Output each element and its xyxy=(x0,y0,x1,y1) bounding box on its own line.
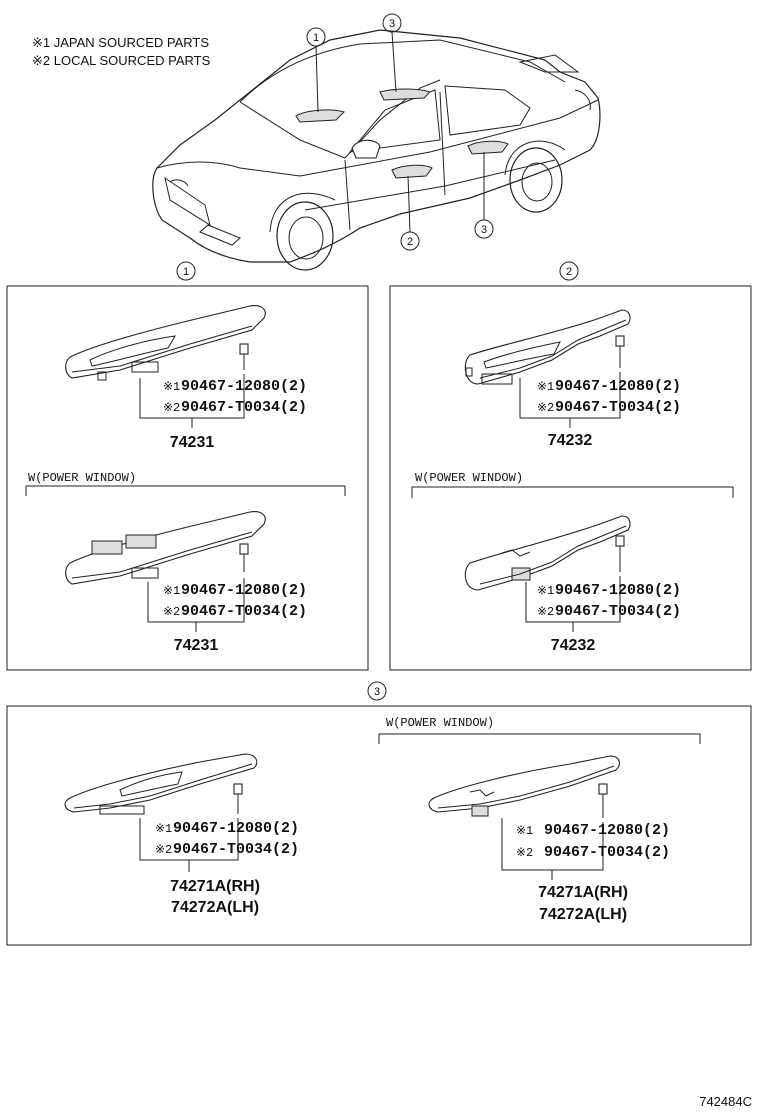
car-illustration: 1 3 2 3 xyxy=(152,13,601,271)
armrest-74232-power-window xyxy=(464,515,631,591)
section-3: 3 ※1 90467-12080(2) ※2 90467-T0034(2) 74… xyxy=(6,681,752,946)
armrest-74231-power-window xyxy=(65,511,266,585)
screw-icon xyxy=(615,535,625,572)
rear-wheel xyxy=(504,140,566,213)
part-number: 74232 xyxy=(551,637,596,654)
screw-2-part-number: 90467-T0034(2) xyxy=(173,841,299,858)
screw-1-mark: ※1 xyxy=(155,822,172,836)
screw-2-part-number: 90467-T0034(2) xyxy=(181,399,307,416)
note-local-sourced: ※2 LOCAL SOURCED PARTS xyxy=(32,53,211,68)
screw-icon xyxy=(615,335,625,368)
screw-2-part-number: 90467-T0034(2) xyxy=(544,844,670,861)
screw-1-part-number: 90467-12080(2) xyxy=(544,822,670,839)
armrest-74232 xyxy=(464,309,631,385)
screw-icon xyxy=(239,343,249,370)
part-number-rh: 74271A(RH) xyxy=(538,884,628,901)
condition-label: W(POWER WINDOW) xyxy=(386,716,494,730)
screw-2-mark: ※2 xyxy=(163,401,180,415)
part-number: 74231 xyxy=(174,637,219,654)
screw-1-mark: ※1 xyxy=(537,380,554,394)
part-number: 74232 xyxy=(548,432,593,449)
screw-2-mark: ※2 xyxy=(163,605,180,619)
screw-1-part-number: 90467-12080(2) xyxy=(173,820,299,837)
part-number-rh: 74271A(RH) xyxy=(170,878,260,895)
section-3-marker: 3 xyxy=(374,686,380,698)
part-number: 74231 xyxy=(170,434,215,451)
screw-1-mark: ※1 xyxy=(516,824,533,838)
screw-2-part-number: 90467-T0034(2) xyxy=(555,603,681,620)
section-2: 2 ※1 90467-12080(2) ※2 90467-T0034(2) 74… xyxy=(389,261,752,671)
section-1: 1 ※1 90467-12080(2) ※2 90467-T0034(2) 74… xyxy=(6,261,369,671)
screw-2-mark: ※2 xyxy=(155,843,172,857)
screw-1-part-number: 90467-12080(2) xyxy=(555,378,681,395)
screw-icon xyxy=(598,783,608,818)
armrest-74231 xyxy=(65,305,266,381)
part-number-lh: 74272A(LH) xyxy=(171,899,259,916)
condition-label: W(POWER WINDOW) xyxy=(415,471,523,485)
armrest-74271a-74272a xyxy=(64,753,258,815)
screw-2-part-number: 90467-T0034(2) xyxy=(181,603,307,620)
section-1-marker: 1 xyxy=(183,266,189,278)
note-japan-sourced: ※1 JAPAN SOURCED PARTS xyxy=(32,35,209,50)
screw-1-mark: ※1 xyxy=(163,380,180,394)
car-callout-2: 2 xyxy=(407,236,413,248)
car-callout-3-bottom: 3 xyxy=(481,224,487,236)
car-callout-1: 1 xyxy=(313,32,319,44)
screw-1-part-number: 90467-12080(2) xyxy=(555,582,681,599)
screw-2-mark: ※2 xyxy=(537,401,554,415)
screw-1-mark: ※1 xyxy=(163,584,180,598)
screw-1-mark: ※1 xyxy=(537,584,554,598)
armrest-74271a-74272a-power-window xyxy=(428,755,620,817)
front-wheel xyxy=(269,192,336,271)
screw-2-mark: ※2 xyxy=(516,846,533,860)
drawing-code: 742484C xyxy=(699,1094,752,1109)
screw-1-part-number: 90467-12080(2) xyxy=(181,582,307,599)
screw-icon xyxy=(239,543,249,572)
car-callout-3-top: 3 xyxy=(389,18,395,30)
section-2-marker: 2 xyxy=(566,266,572,278)
screw-2-part-number: 90467-T0034(2) xyxy=(555,399,681,416)
part-number-lh: 74272A(LH) xyxy=(539,906,627,923)
screw-1-part-number: 90467-12080(2) xyxy=(181,378,307,395)
condition-label: W(POWER WINDOW) xyxy=(28,471,136,485)
screw-2-mark: ※2 xyxy=(537,605,554,619)
screw-icon xyxy=(233,783,243,814)
